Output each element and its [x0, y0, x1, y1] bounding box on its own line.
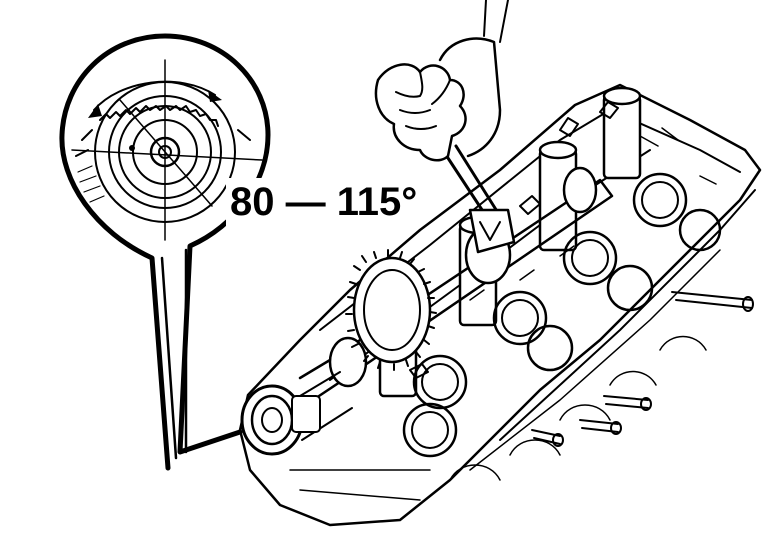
hardware-accents [409, 101, 717, 379]
valve-bores [402, 172, 722, 458]
camshaft-gear [345, 249, 437, 371]
cylinder-head [238, 83, 762, 527]
studs [531, 291, 754, 447]
front-sprocket [240, 371, 353, 456]
screwdriver [442, 144, 516, 254]
hand [374, 0, 509, 162]
angle-range-label: 80 — 115° [226, 178, 422, 226]
gear-detail-inset [71, 59, 263, 241]
